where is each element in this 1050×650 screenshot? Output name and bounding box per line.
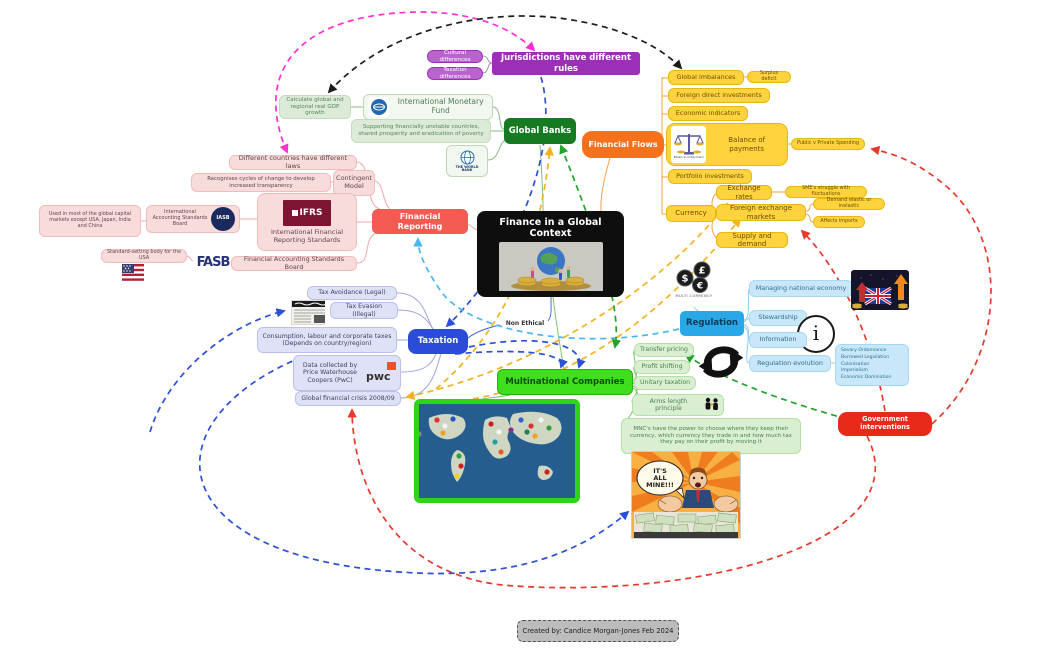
node-cultural-differences[interactable]: Cultural differences <box>427 50 483 63</box>
node-gdp-note[interactable]: Calculate global and regional real GDP g… <box>279 95 351 119</box>
node-different-laws[interactable]: Different countries have different laws <box>229 154 357 170</box>
node-mnc-note[interactable]: MNC's have the power to choose where the… <box>621 418 801 454</box>
node-unitary-taxation[interactable]: Unitary taxation <box>634 376 696 390</box>
node-surplus-deficit[interactable]: Surplus deficit <box>747 70 791 83</box>
node-global-imbalances[interactable]: Global imbalances <box>668 70 744 85</box>
central-topic[interactable]: Finance in a Global Context <box>477 211 624 297</box>
node-taxation[interactable]: Taxation <box>408 329 468 354</box>
svg-text:$: $ <box>682 273 689 284</box>
node-foreign-direct-investments[interactable]: Foreign direct investments <box>668 88 770 103</box>
node-iasb[interactable]: International Accounting Standards Board… <box>146 205 240 233</box>
node-managing-economy[interactable]: Managing national economy <box>749 280 853 297</box>
fasb-logo: FASB <box>196 255 231 271</box>
node-imf-support[interactable]: Supporting financially unstable countrie… <box>351 119 491 143</box>
node-exchange-rates[interactable]: Exchange rates <box>716 184 772 201</box>
svg-text:€: € <box>696 281 703 291</box>
node-multinational-companies[interactable]: Multinational Companies <box>497 369 633 395</box>
node-financial-flows[interactable]: Financial Flows <box>582 131 664 158</box>
node-balance-of-payments[interactable]: Balance of Payment Balance of payments <box>666 123 788 166</box>
brand-map-image[interactable] <box>414 399 580 503</box>
multi-currency-icon: £ $ € MULTI CURRENCY ···················… <box>667 257 721 307</box>
pwc-logo: pwc <box>366 362 396 384</box>
node-used-in-markets[interactable]: Used in most of the global capital marke… <box>39 205 141 237</box>
node-global-banks[interactable]: Global Banks <box>504 118 576 144</box>
two-people-icon <box>705 397 718 410</box>
node-currency[interactable]: Currency <box>666 205 716 222</box>
node-imf[interactable]: International Monetary Fund <box>363 94 493 120</box>
node-financial-reporting[interactable]: Financial Reporting <box>372 209 468 234</box>
svg-text:IT'S: IT'S <box>653 467 667 475</box>
node-recognises-cycles[interactable]: Recognises cycles of change to develop i… <box>191 173 331 192</box>
node-tax-evasion[interactable]: Tax Evasion (Illegal) <box>330 302 398 319</box>
node-imports-note[interactable]: Affects imports <box>813 216 865 228</box>
world-bank-globe-icon <box>460 150 474 165</box>
node-economic-indicators[interactable]: Economic indicators <box>668 106 748 121</box>
svg-text:MINE!!!: MINE!!! <box>646 481 674 489</box>
node-financial-crisis[interactable]: Global financial crisis 2008/09 <box>295 391 401 406</box>
label-non-ethical: Non Ethical <box>505 319 545 327</box>
node-taxation-differences[interactable]: Taxation differences <box>427 67 483 80</box>
node-arms-length[interactable]: Arms length principle <box>632 394 724 416</box>
node-pwc[interactable]: Data collected by Price Waterhouse Coope… <box>293 355 401 391</box>
swap-arrows-icon <box>697 337 745 387</box>
node-transfer-pricing[interactable]: Transfer pricing <box>634 343 694 357</box>
ifrs-logo: IFRS <box>283 199 331 226</box>
central-topic-title: Finance in a Global Context <box>499 217 602 240</box>
greed-cartoon-image[interactable]: IT'S ALL MINE!!! <box>631 451 741 539</box>
globe-coins-image <box>498 242 603 291</box>
node-demand-note[interactable]: Demand elastic or inelastic <box>813 197 885 210</box>
imf-logo-icon <box>368 97 390 117</box>
node-regulation[interactable]: Regulation <box>680 311 744 336</box>
node-portfolio-investments[interactable]: Portfolio investments <box>668 169 752 184</box>
node-fasb-name[interactable]: Financial Accounting Standards Board <box>231 255 357 271</box>
node-forex-markets[interactable]: Foreign exchange markets <box>716 204 806 221</box>
node-evolution-list[interactable]: Savary Ordonnance Borrowed Legislation C… <box>835 344 909 386</box>
credit-badge: Created by: Candice Morgan-Jones Feb 202… <box>517 620 679 642</box>
uk-economy-image <box>851 270 909 310</box>
node-public-private-spending[interactable]: Public v Private Spending <box>791 138 865 150</box>
node-sme-note[interactable]: SME's struggle with fluctuations <box>785 185 867 198</box>
svg-text:£: £ <box>699 265 706 276</box>
node-regulation-evolution[interactable]: Regulation evolution <box>749 355 831 372</box>
newspaper-image <box>287 299 329 326</box>
node-government-interventions[interactable]: Government interventions <box>838 412 932 436</box>
node-profit-shifting[interactable]: Profit shifting <box>634 360 690 374</box>
scales-icon: Balance of Payment <box>671 126 707 163</box>
node-information[interactable]: Information <box>749 332 807 348</box>
node-tax-avoidance[interactable]: Tax Avoidance (Legal) <box>307 286 397 300</box>
node-fasb-note[interactable]: Standard-setting body for the USA <box>101 249 187 263</box>
svg-text:ALL: ALL <box>653 474 666 482</box>
iasb-logo: IASB <box>211 207 235 231</box>
node-world-bank[interactable]: THE WORLD BANK <box>446 145 488 177</box>
node-ifrs[interactable]: IFRS International Financial Reporting S… <box>257 193 357 251</box>
node-consumption-taxes[interactable]: Consumption, labour and corporate taxes … <box>257 327 397 353</box>
us-flag-icon <box>118 263 148 282</box>
node-jurisdictions[interactable]: Jurisdictions have different rules <box>492 52 640 75</box>
node-supply-demand[interactable]: Supply and demand <box>716 232 788 248</box>
